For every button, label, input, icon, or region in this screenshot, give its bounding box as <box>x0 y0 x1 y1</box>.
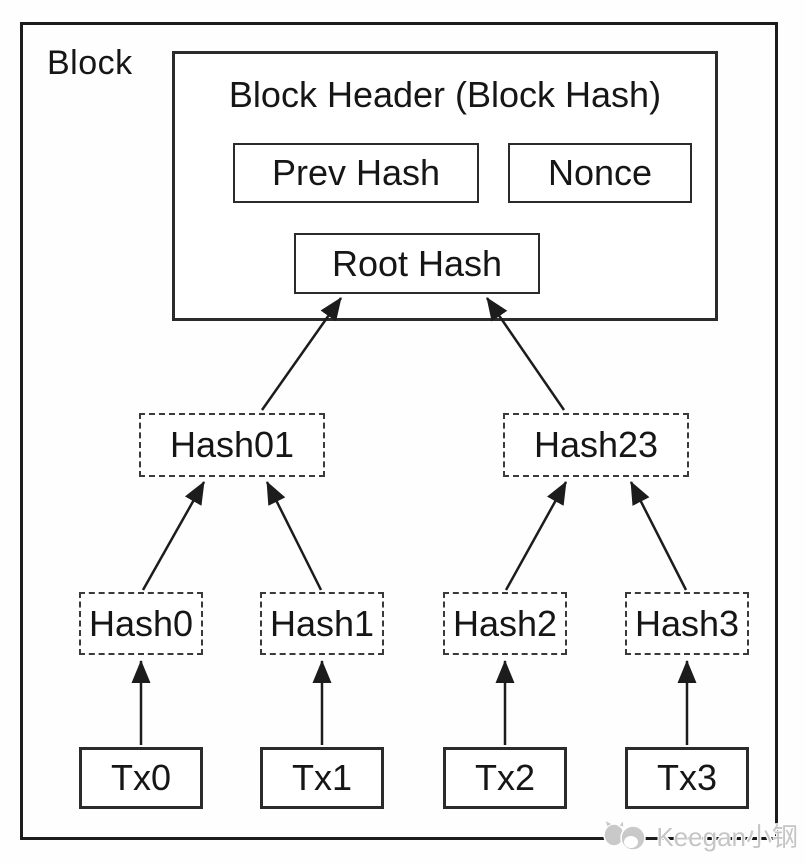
hash0-node: Hash0 <box>79 592 203 655</box>
prev-hash-box: Prev Hash <box>233 143 479 203</box>
block-outer-box <box>20 22 778 840</box>
hash01-node: Hash01 <box>139 413 325 477</box>
hash1-node: Hash1 <box>260 592 384 655</box>
watermark-text: Keegan小钢 <box>656 822 798 852</box>
tx2-node: Tx2 <box>443 747 567 809</box>
nonce-box: Nonce <box>508 143 692 203</box>
tx0-node: Tx0 <box>79 747 203 809</box>
block-header-title: Block Header (Block Hash) <box>228 74 662 115</box>
tx1-node: Tx1 <box>260 747 384 809</box>
block-label: Block <box>47 44 133 82</box>
hash23-node: Hash23 <box>503 413 689 477</box>
root-hash-box: Root Hash <box>294 233 540 294</box>
hash3-node: Hash3 <box>625 592 749 655</box>
block-header-box: Block Header (Block Hash) Prev Hash Nonc… <box>172 51 718 321</box>
watermark: Keegan小钢 <box>603 817 798 854</box>
hash2-node: Hash2 <box>443 592 567 655</box>
tx3-node: Tx3 <box>625 747 749 809</box>
cat-mascot-icon <box>603 818 651 854</box>
